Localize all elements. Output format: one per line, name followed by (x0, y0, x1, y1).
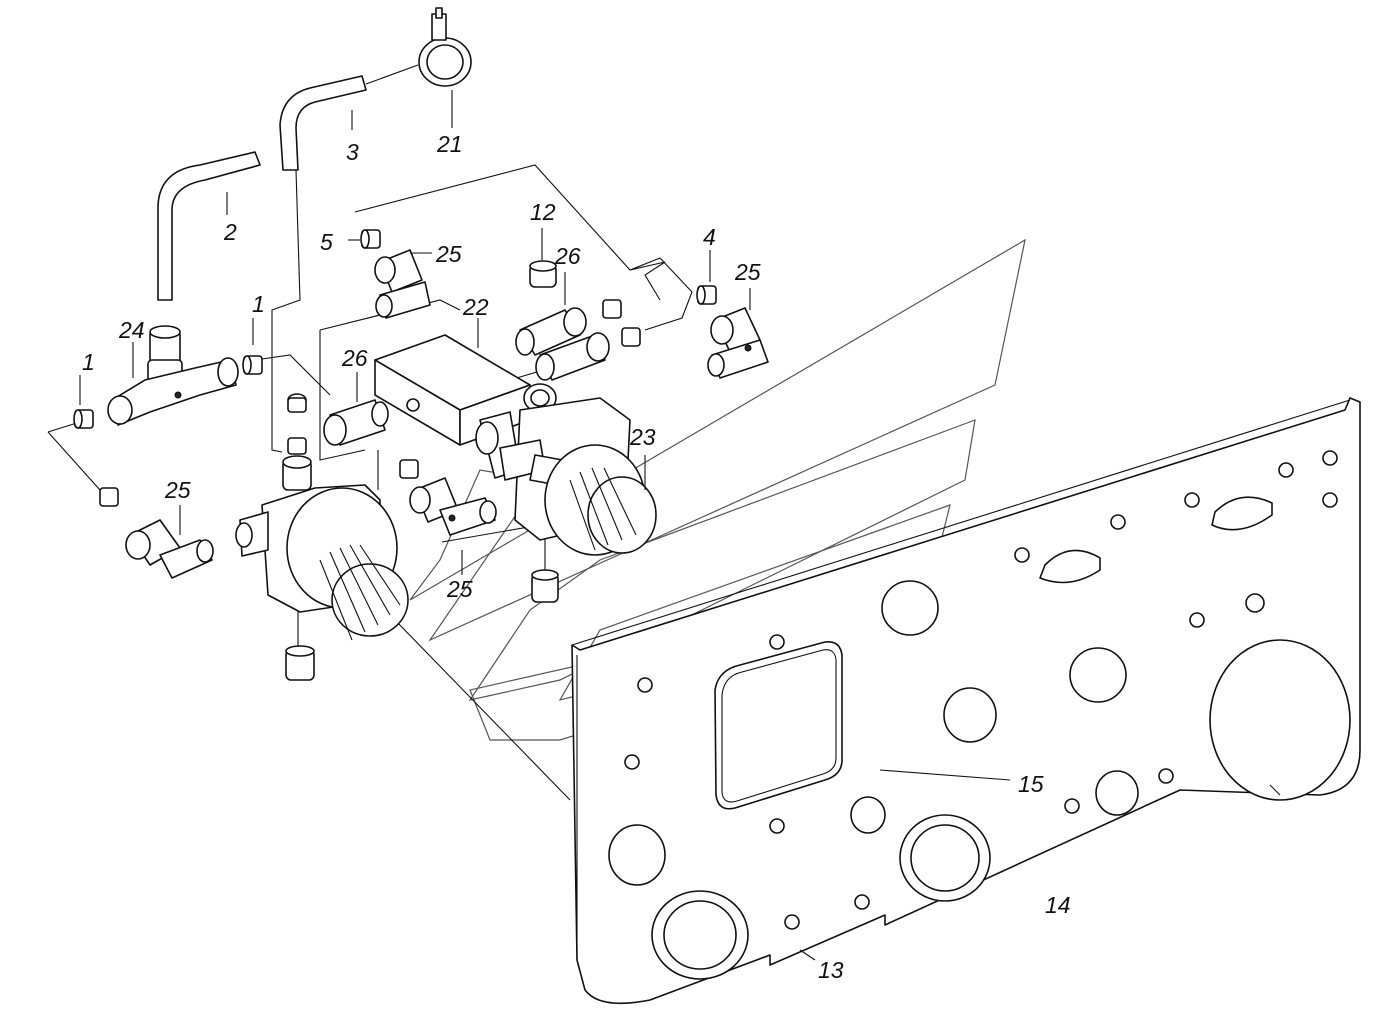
plug-1-top (242, 355, 263, 375)
plug-4 (696, 285, 717, 305)
callout-21: 21 (436, 131, 463, 157)
panel-keyhole (1211, 496, 1273, 531)
callout-12: 12 (530, 199, 556, 225)
callout-23: 23 (629, 424, 656, 450)
callout-4: 4 (703, 224, 716, 250)
pressure-regulator-left (235, 393, 409, 681)
callout-26-left: 26 (341, 345, 368, 371)
callout-25-left: 25 (164, 477, 191, 503)
tee-fitting-24 (107, 325, 239, 426)
adapter-26-left (323, 399, 389, 446)
callout-5: 5 (320, 229, 333, 255)
instrument-panel-plate (571, 397, 1361, 1005)
panel-small-holes (624, 450, 1338, 930)
elbow-fitting-25-bottom (409, 477, 497, 536)
callout-labels: 1 1 2 3 4 5 12 13 14 15 21 22 23 24 25 2… (82, 131, 1071, 983)
callout-13: 13 (818, 957, 844, 983)
callout-25-top: 25 (435, 241, 462, 267)
callout-25-bottom: 25 (446, 576, 473, 602)
adapter-26-top (515, 307, 610, 381)
callout-15: 15 (1018, 771, 1044, 797)
panel-gauge-hole (1209, 639, 1351, 801)
panel-keyhole (1039, 549, 1101, 584)
callout-1-left: 1 (82, 349, 95, 375)
pressure-regulator-23 (475, 383, 657, 603)
panel-hole (943, 687, 997, 743)
panel-hole (881, 580, 939, 636)
callout-3: 3 (346, 139, 359, 165)
cap-12 (529, 260, 557, 288)
elbow-fitting-25-right (707, 307, 769, 379)
plug-1-left (73, 409, 94, 429)
panel-hole (1095, 770, 1139, 816)
hose-3 (279, 75, 367, 171)
callout-22: 22 (462, 294, 489, 320)
elbow-fitting-25-top (374, 249, 431, 319)
callout-1-top: 1 (252, 291, 265, 317)
callout-2: 2 (223, 219, 237, 245)
plug-5 (360, 229, 381, 249)
hose-2 (157, 151, 261, 301)
callout-14: 14 (1045, 892, 1071, 918)
callout-25-right: 25 (734, 259, 761, 285)
leader-lines (79, 90, 1011, 961)
plug-small (99, 299, 641, 507)
panel-hole (608, 824, 666, 886)
callout-26-top: 26 (554, 243, 581, 269)
hose-clamp-21 (418, 7, 472, 87)
panel-hole (1069, 647, 1127, 703)
panel-hole (850, 796, 886, 834)
assembly-lines (47, 164, 693, 801)
callout-24: 24 (118, 317, 145, 343)
elbow-fitting-25-left (125, 519, 214, 579)
panel-cutout-rect (714, 640, 843, 810)
